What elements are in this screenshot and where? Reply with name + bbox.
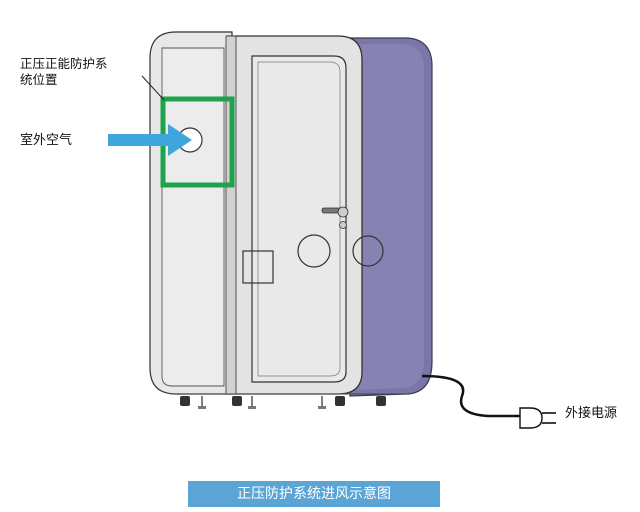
caster-wheel — [335, 396, 345, 406]
system-position-label: 正压正能防护系统位置 — [20, 56, 108, 87]
system-position-leader-line — [141, 75, 165, 101]
power-plug-icon — [519, 407, 556, 429]
booth-door — [251, 55, 347, 383]
caster-wheel — [376, 396, 386, 406]
door-handle — [321, 206, 349, 229]
booth-side-panel-shade — [354, 44, 424, 390]
caster-wheel — [232, 396, 242, 406]
caster-wheel — [180, 396, 190, 406]
front-vent-circle — [297, 234, 331, 268]
outdoor-air-label: 室外空气 — [20, 133, 73, 148]
external-power-label: 外接电源 — [565, 406, 618, 421]
front-panel-square — [242, 250, 274, 284]
diagram-caption: 正压防护系统进风示意图 — [188, 481, 440, 507]
booth-hinge-strip — [225, 35, 237, 395]
booth-door-inner — [257, 61, 341, 377]
power-cable — [421, 374, 520, 418]
side-vent-circle — [352, 235, 384, 267]
booth-base — [180, 393, 408, 409]
right-arrow-icon — [108, 124, 192, 156]
